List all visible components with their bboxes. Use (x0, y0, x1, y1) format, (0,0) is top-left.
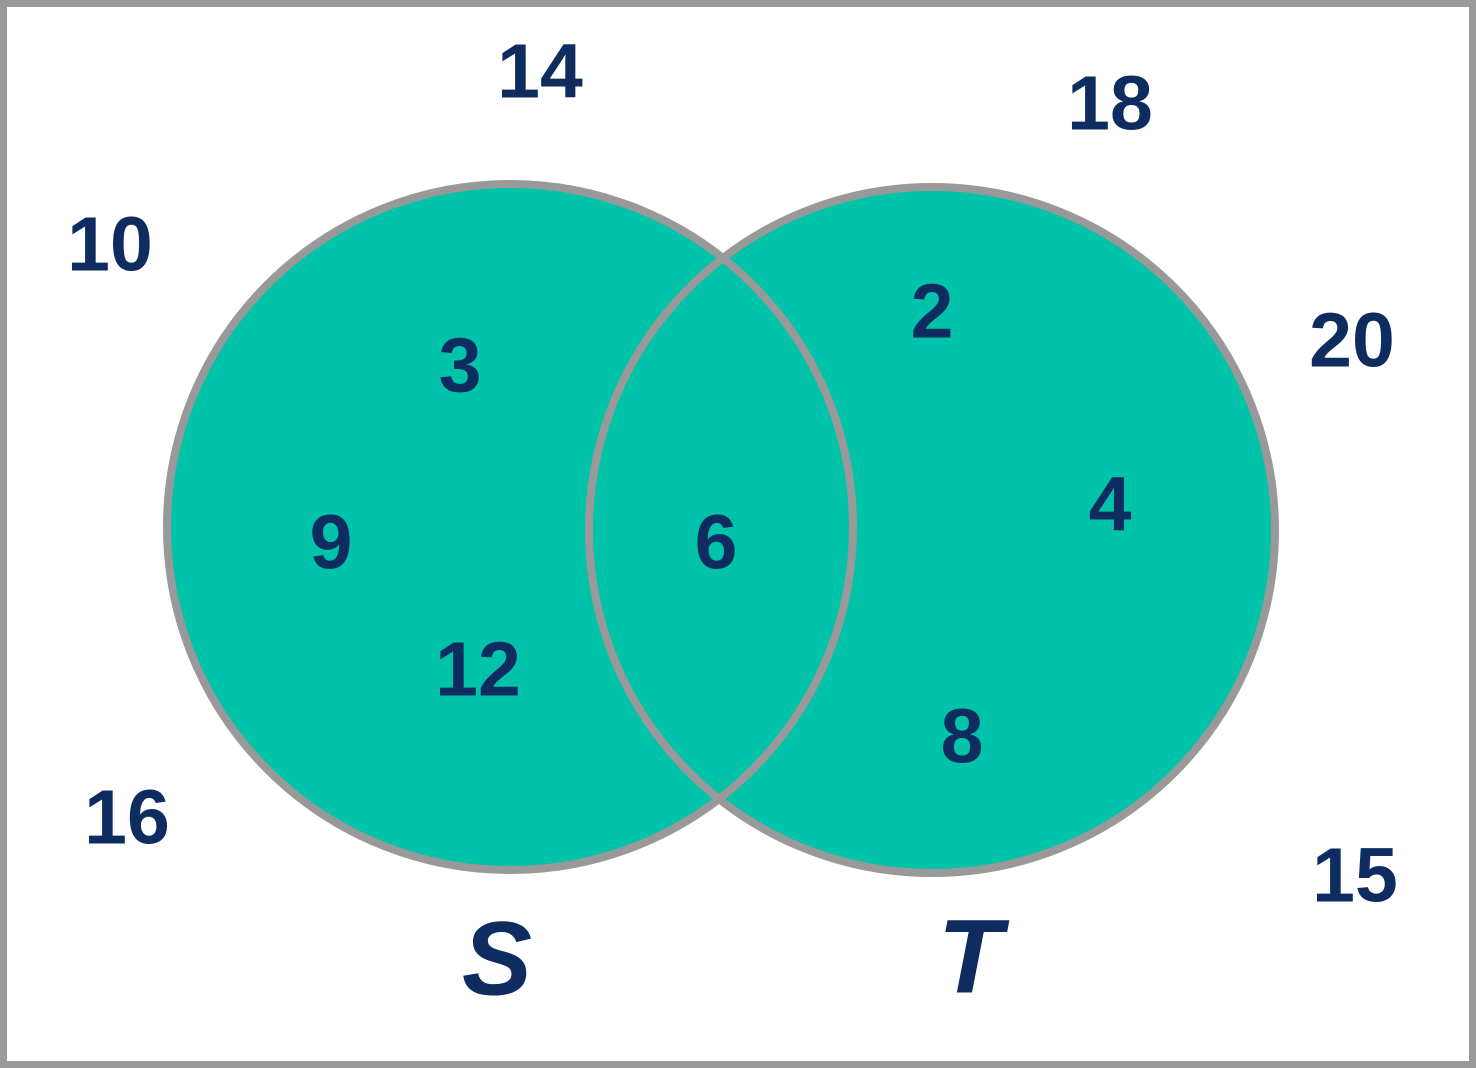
outside-value-20: 20 (1309, 297, 1395, 384)
outside-value-15: 15 (1312, 832, 1398, 919)
circle-s-outline (163, 180, 857, 874)
intersection-value-6: 6 (694, 499, 738, 586)
circle-t-fill (589, 187, 1275, 873)
s-only-value-12: 12 (435, 626, 521, 713)
t-only-value-4: 4 (1088, 461, 1132, 548)
t-only-value-2: 2 (910, 268, 954, 355)
set-s-label: S (461, 900, 533, 1018)
outside-value-14: 14 (497, 28, 583, 115)
t-only-value-8: 8 (940, 693, 984, 780)
outside-value-10: 10 (67, 201, 153, 288)
s-only-value-3: 3 (438, 322, 482, 409)
outside-value-16: 16 (84, 774, 170, 861)
circle-t-outline (585, 183, 1279, 877)
set-t-label: T (937, 898, 1003, 1016)
s-only-value-9: 9 (309, 499, 353, 586)
outside-value-18: 18 (1067, 60, 1153, 147)
